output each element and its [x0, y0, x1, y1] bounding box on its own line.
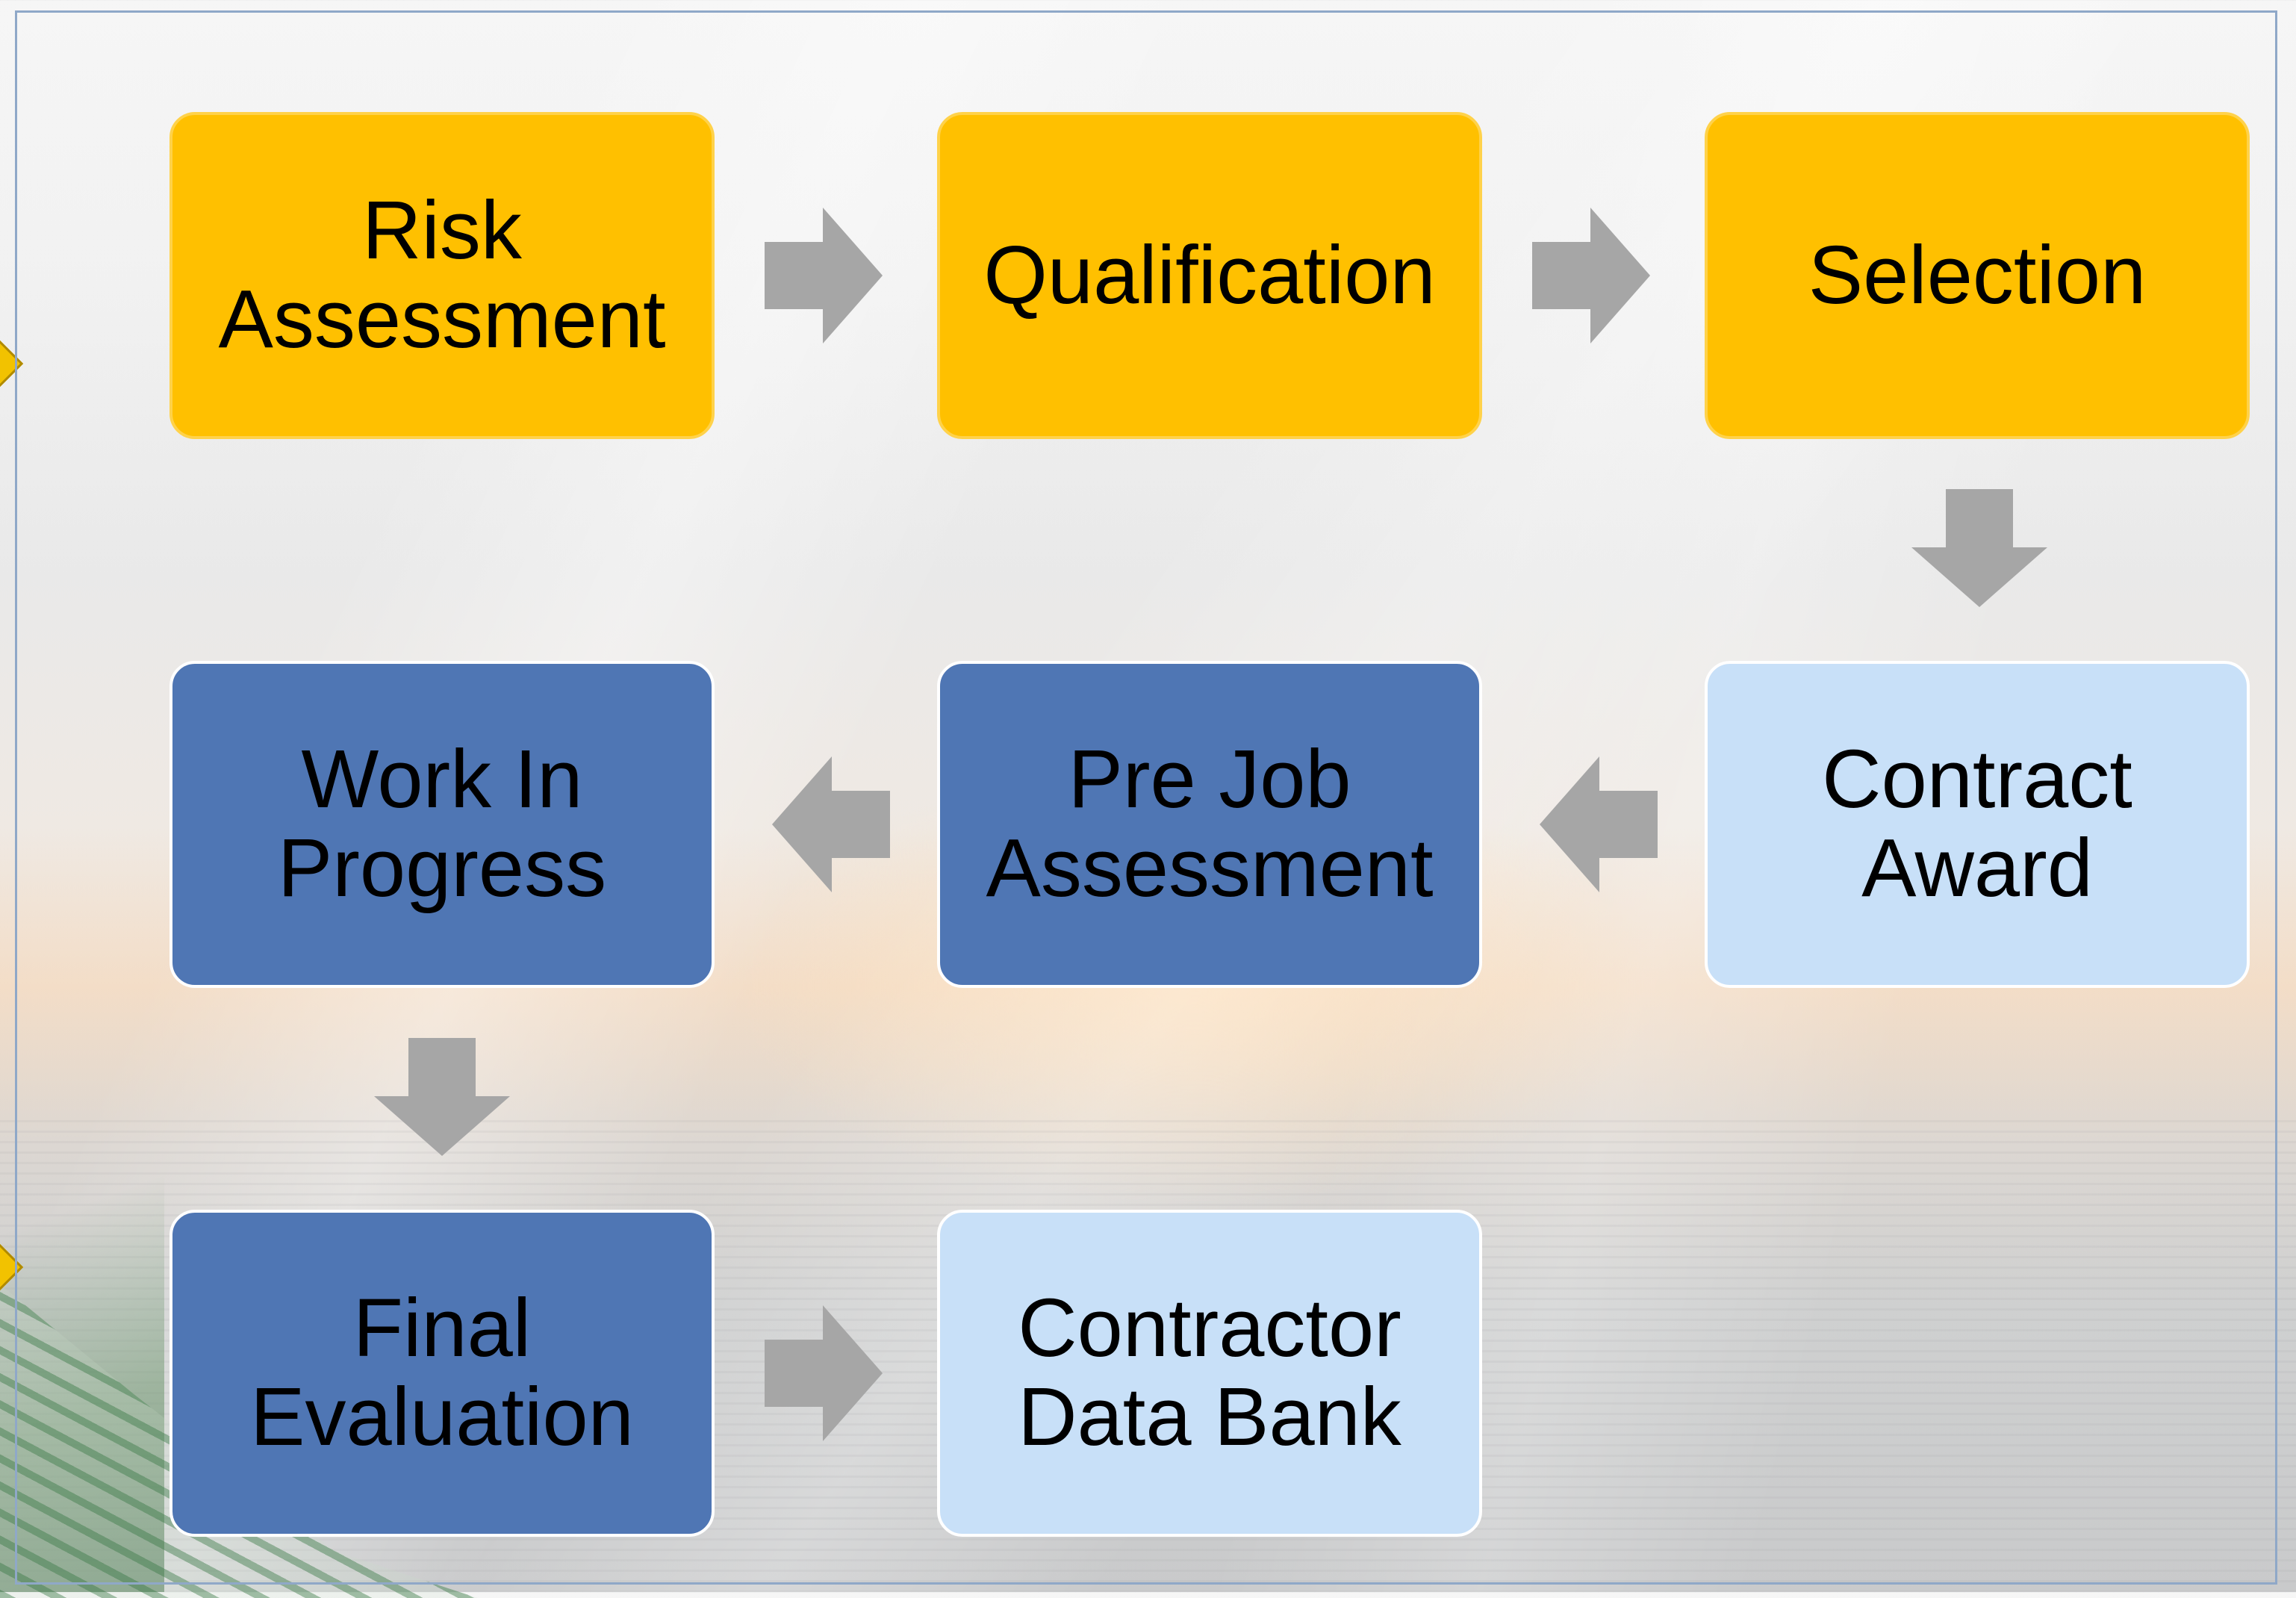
step-pre-job-assessment: Pre Job Assessment — [937, 661, 1482, 988]
left-edge-marker — [0, 335, 24, 393]
arrow-left-icon — [1540, 756, 1658, 892]
step-label: Final Evaluation — [250, 1282, 634, 1463]
left-edge-marker — [0, 1238, 24, 1296]
arrow-down-icon — [1911, 489, 2047, 607]
arrow-left-icon — [772, 756, 890, 892]
step-label: Contract Award — [1822, 733, 2132, 914]
background-structure — [0, 956, 164, 1592]
arrow-right-icon — [1532, 208, 1650, 343]
step-final-evaluation: Final Evaluation — [169, 1210, 715, 1537]
step-label: Risk Assessment — [218, 184, 666, 365]
step-label: Work In Progress — [277, 733, 607, 914]
step-label: Contractor Data Bank — [1018, 1282, 1401, 1463]
step-work-in-progress: Work In Progress — [169, 661, 715, 988]
step-label: Selection — [1808, 228, 2147, 321]
arrow-down-icon — [374, 1038, 510, 1156]
arrow-right-icon — [765, 1305, 883, 1441]
step-risk-assessment: Risk Assessment — [169, 112, 715, 439]
arrow-right-icon — [765, 208, 883, 343]
step-label: Pre Job Assessment — [986, 733, 1434, 914]
step-qualification: Qualification — [937, 112, 1482, 439]
step-label: Qualification — [983, 228, 1436, 321]
step-selection: Selection — [1705, 112, 2250, 439]
step-contractor-data-bank: Contractor Data Bank — [937, 1210, 1482, 1537]
step-contract-award: Contract Award — [1705, 661, 2250, 988]
